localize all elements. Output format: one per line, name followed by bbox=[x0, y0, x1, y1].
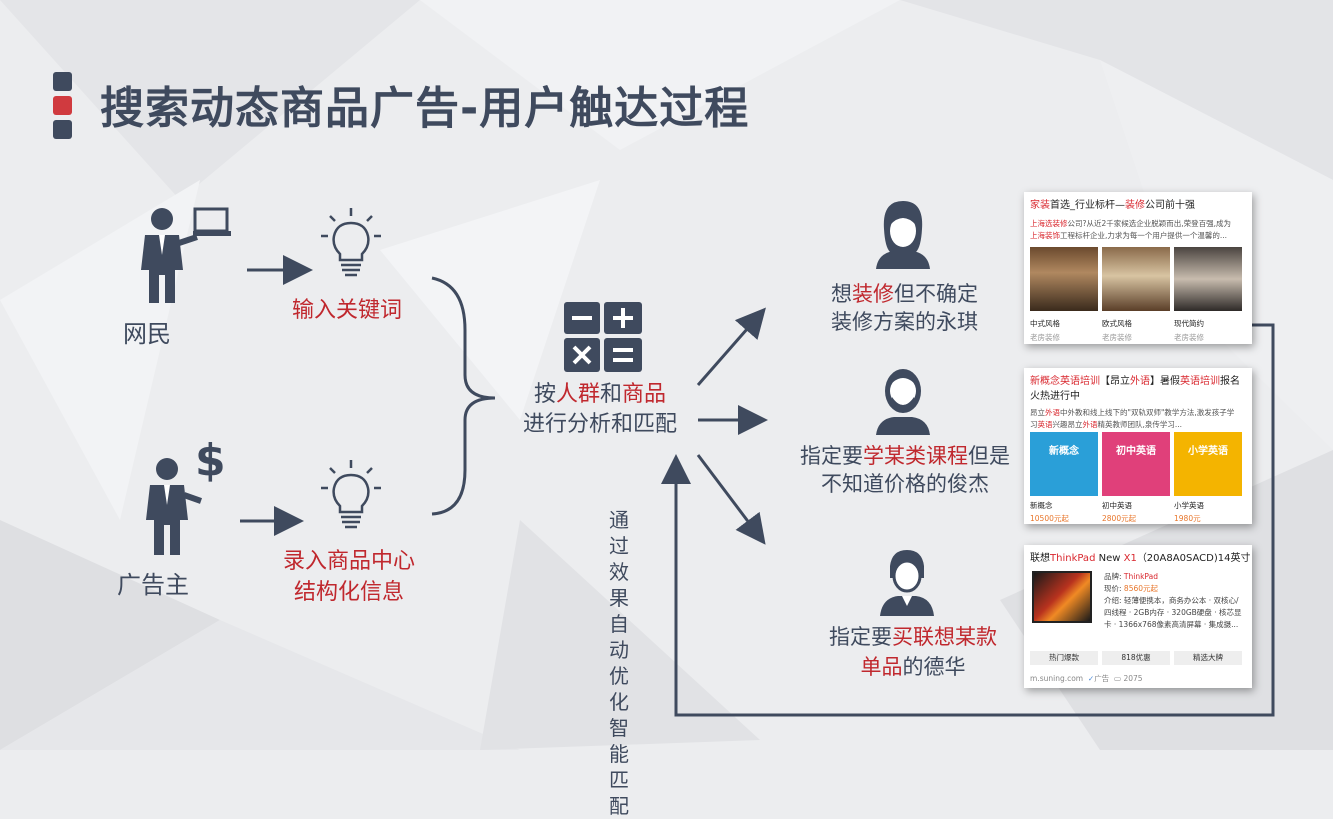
course-cover[interactable]: 初中英语 bbox=[1102, 432, 1170, 496]
female-user-icon bbox=[872, 197, 934, 269]
male-user-icon bbox=[876, 548, 938, 616]
feedback-label: 通过效果自动优化智能匹配 bbox=[607, 507, 631, 819]
ad-card-decoration[interactable]: 家装首选_行业标杆—装修公司前十强 上海选装修公司?从近2千家候选企业脱颖而出,… bbox=[1024, 192, 1252, 344]
ad-card-laptop[interactable]: 联想ThinkPad New X1（20A8A0SACD)14英寸 品牌: Th… bbox=[1024, 545, 1252, 688]
arrow-to-user1 bbox=[698, 312, 762, 385]
tag-button[interactable]: 818优惠 bbox=[1102, 651, 1170, 665]
room-photo[interactable] bbox=[1174, 247, 1242, 311]
room-photo[interactable] bbox=[1102, 247, 1170, 311]
analysis-label: 按人群和商品 进行分析和匹配 bbox=[510, 380, 690, 440]
user1-desc: 想装修但不确定 装修方案的永琪 bbox=[822, 280, 987, 336]
course-covers: 新概念 初中英语 小学英语 bbox=[1030, 432, 1242, 496]
keyword-label: 输入关键词 bbox=[292, 292, 402, 324]
svg-text:$: $ bbox=[195, 435, 226, 486]
arrow-to-user3 bbox=[698, 455, 762, 540]
netizen-icon bbox=[135, 205, 235, 305]
laptop-photo[interactable] bbox=[1032, 571, 1092, 623]
course-cover[interactable]: 新概念 bbox=[1030, 432, 1098, 496]
course-cover[interactable]: 小学英语 bbox=[1174, 432, 1242, 496]
product-info-label: 录入商品中心 结构化信息 bbox=[283, 546, 415, 608]
idea-bulb-icon bbox=[320, 206, 382, 278]
room-captions: 中式风格老房装修 欧式风格老房装修 现代简约老房装修 bbox=[1030, 318, 1242, 343]
merge-brace bbox=[432, 278, 495, 514]
room-photo[interactable] bbox=[1030, 247, 1098, 311]
advertiser-label: 广告主 bbox=[117, 565, 189, 600]
user2-desc: 指定要学某类课程但是 不知道价格的俊杰 bbox=[790, 442, 1020, 498]
tag-button[interactable]: 热门爆款 bbox=[1030, 651, 1098, 665]
netizen-label: 网民 bbox=[123, 314, 171, 349]
ad-card-english[interactable]: 新概念英语培训【昂立外语】暑假英语培训报名 火热进行中 昂立外语中外教和线上线下… bbox=[1024, 368, 1252, 524]
laptop-tags: 热门爆款 818优惠 精选大牌 bbox=[1030, 651, 1242, 665]
calculator-icon bbox=[564, 302, 642, 372]
bearded-user-icon bbox=[872, 365, 934, 435]
comment-icon: ▭ bbox=[1114, 674, 1121, 683]
idea-bulb-icon bbox=[320, 458, 382, 530]
laptop-footer: m.suning.com ✓广告 ▭ 2075 bbox=[1030, 673, 1143, 684]
laptop-details: 品牌: ThinkPad 现价: 8560元起 介绍: 轻薄便携本，商务办公本 … bbox=[1104, 571, 1241, 631]
tag-button[interactable]: 精选大牌 bbox=[1174, 651, 1242, 665]
advertiser-icon: $ bbox=[143, 435, 243, 560]
room-photos bbox=[1030, 247, 1242, 311]
user3-desc: 指定要买联想某款 单品的德华 bbox=[808, 622, 1018, 682]
